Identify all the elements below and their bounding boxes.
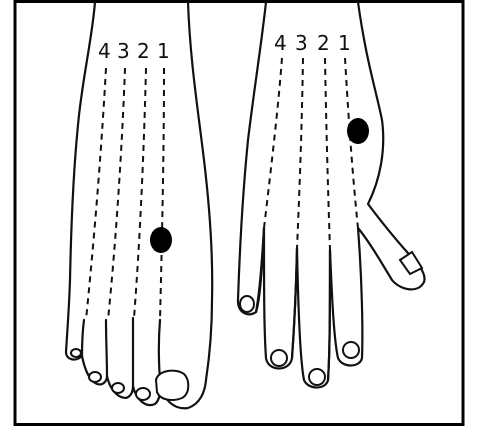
thumb-nail: [400, 252, 422, 274]
hand-line-3: [297, 58, 303, 248]
finger-separator-middle: [328, 250, 330, 380]
foot-line-2: [134, 68, 146, 318]
hand-line-label-1: 1: [338, 31, 351, 55]
toe-separator-1: [159, 320, 160, 382]
foot-line-label-3: 3: [117, 39, 130, 63]
foot-line-4: [86, 68, 106, 320]
ring-finger-nail: [271, 350, 287, 366]
foot-acupoint-marker: [150, 227, 172, 253]
index-finger-nail: [343, 342, 359, 358]
third-toe-nail: [112, 383, 124, 393]
toe-separator-3: [106, 320, 107, 376]
big-toe-nail: [156, 371, 188, 400]
hand-acupoint-marker: [347, 118, 369, 144]
foot-line-label-2: 2: [137, 39, 150, 63]
hand-line-label-2: 2: [317, 31, 330, 55]
finger-separator-little: [256, 228, 264, 312]
hand-line-2: [325, 58, 330, 250]
foot-illustration: 4 3 2 1: [66, 2, 212, 408]
foot-line-1: [160, 68, 164, 320]
foot-line-label-4: 4: [98, 39, 111, 63]
second-toe-nail: [136, 388, 150, 400]
finger-separator-ring: [292, 248, 297, 358]
fourth-toe-nail: [89, 372, 101, 382]
middle-finger-nail: [309, 369, 325, 385]
hand-outline: [238, 2, 425, 388]
toe-separator-4: [82, 320, 84, 356]
hand-line-4: [264, 58, 282, 228]
little-finger-nail: [240, 296, 254, 312]
foot-line-label-1: 1: [157, 39, 170, 63]
hand-illustration: 4 3 2 1: [238, 2, 425, 388]
hand-line-label-4: 4: [274, 31, 287, 55]
little-toe-nail: [71, 349, 81, 357]
foot-line-3: [108, 68, 125, 320]
hand-line-label-3: 3: [295, 31, 308, 55]
